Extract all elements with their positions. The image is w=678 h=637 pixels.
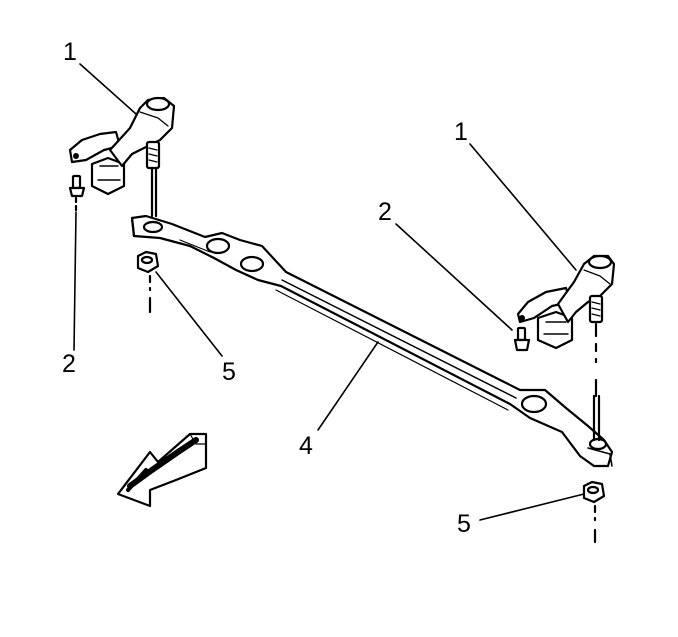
callout-relay-rod: 4: [299, 432, 313, 460]
rod-end-hole-right: [588, 437, 608, 451]
rod-bushing-middle: [239, 255, 265, 273]
callout-bolt-left: 2: [62, 350, 76, 378]
leader-4: [317, 341, 379, 431]
callout-pitman-arm-left: 1: [63, 38, 77, 66]
leader-lines: [73, 63, 585, 521]
front-direction-arrow-icon: [116, 432, 208, 508]
rod-end-hole-left: [142, 220, 164, 234]
callout-nut-right: 5: [457, 510, 471, 538]
callout-bolt-right: 2: [378, 198, 392, 226]
leader-1-left: [79, 63, 137, 115]
bolt-right: [513, 326, 531, 352]
nut-right: [582, 480, 606, 544]
leader-1-right: [469, 143, 577, 271]
relay-rod: [130, 214, 614, 468]
leader-5-left: [155, 271, 223, 357]
nut-left: [136, 250, 160, 314]
callout-pitman-arm-right: 1: [454, 118, 468, 146]
bolt-left: [68, 174, 86, 212]
leader-2-left: [73, 211, 77, 351]
leader-2-right: [395, 223, 513, 331]
pitman-arm-left: [68, 96, 176, 218]
callout-nut-left: 5: [222, 358, 236, 386]
pitman-arm-right: [516, 254, 616, 442]
rod-bushing-right: [520, 394, 548, 414]
rod-bushing-left: [205, 237, 231, 255]
leader-5-right: [479, 493, 585, 521]
